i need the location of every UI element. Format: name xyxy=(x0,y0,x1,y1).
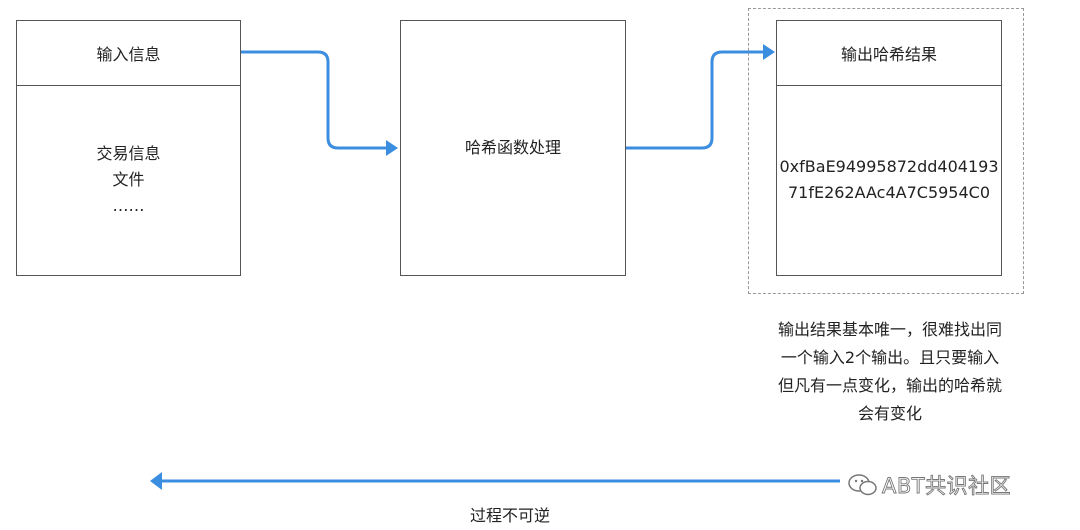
arrow-hash-to-output-head xyxy=(763,44,775,60)
output-box-body: 0xfBaE94995872dd40419371fE262AAc4A7C5954… xyxy=(777,85,1001,275)
hash-function-label: 哈希函数处理 xyxy=(464,138,561,157)
input-line-file: 文件 xyxy=(112,170,145,189)
hash-function-box: 哈希函数处理 xyxy=(400,20,626,276)
input-line-ellipsis: …… xyxy=(112,196,145,215)
uniqueness-note: 输出结果基本唯一，很难找出同 一个输入2个输出。且只要输入 但凡有一点变化，输出… xyxy=(740,316,1040,428)
wechat-icon xyxy=(848,474,877,496)
input-box-body: 交易信息 文件 …… xyxy=(17,85,240,275)
watermark: ABT共识社区 xyxy=(848,470,1011,500)
hash-function-body: 哈希函数处理 xyxy=(401,21,625,275)
note-line: 会有变化 xyxy=(857,404,922,423)
output-box: 输出哈希结果 0xfBaE94995872dd40419371fE262AAc4… xyxy=(776,20,1002,276)
arrow-input-to-hash xyxy=(241,50,392,150)
arrow-input-to-hash-head xyxy=(386,140,398,156)
output-box-header: 输出哈希结果 xyxy=(777,21,1001,86)
input-box-header: 输入信息 xyxy=(17,21,240,86)
hash-output-value: 0xfBaE94995872dd40419371fE262AAc4A7C5954… xyxy=(779,157,999,202)
input-line-transaction: 交易信息 xyxy=(96,144,161,163)
input-box: 输入信息 交易信息 文件 …… xyxy=(16,20,241,276)
note-line: 但凡有一点变化，输出的哈希就 xyxy=(777,376,1002,395)
watermark-text: ABT共识社区 xyxy=(882,474,1012,499)
arrow-hash-to-output xyxy=(626,50,768,150)
note-line: 输出结果基本唯一，很难找出同 xyxy=(777,320,1002,339)
output-dashed-frame xyxy=(748,8,1024,294)
irreversible-arrow-head xyxy=(150,472,162,490)
irreversible-label: 过程不可逆 xyxy=(470,506,551,525)
note-line: 一个输入2个输出。且只要输入 xyxy=(780,348,1000,367)
